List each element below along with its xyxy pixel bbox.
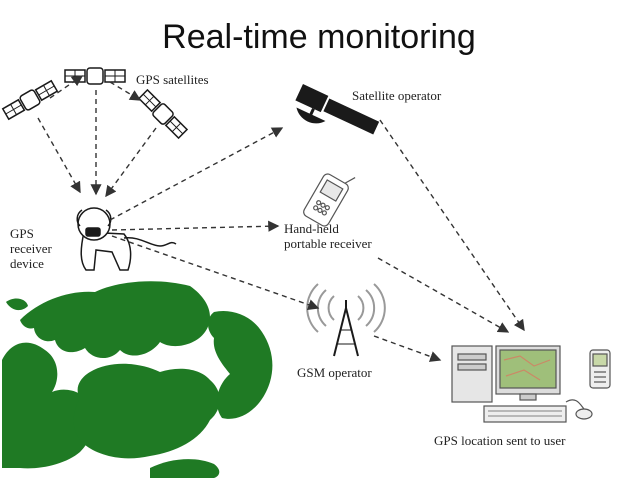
arrow-gsm-to-user: [373, 335, 442, 362]
arrow-satellite-to-receiver: [105, 127, 157, 198]
gsm-operator-label: GSM operator: [297, 365, 372, 380]
satellite-icon: [137, 88, 189, 140]
arrow-handheld-to-user: [377, 257, 510, 333]
satellite-dish-icon: [295, 84, 380, 135]
gps-location-label: GPS location sent to user: [434, 433, 566, 448]
handheld-receiver-label-line: portable receiver: [284, 236, 372, 251]
earth-globe-icon: [2, 281, 273, 478]
handheld-receiver-label: Hand-held portable receiver: [284, 221, 372, 251]
arrow-satellite-to-receiver: [49, 75, 84, 99]
cell-tower-icon: [306, 283, 386, 357]
satellite-operator-label: Satellite operator: [352, 88, 442, 103]
arrow-receiver-to-handheld: [111, 220, 280, 232]
gps-receiver-label-line: device: [10, 256, 44, 271]
page-title: Real-time monitoring: [162, 18, 476, 56]
mobile-phone-icon: [589, 349, 611, 389]
arrow-receiver-to-satellite-operator: [109, 127, 284, 221]
lion-icon: [76, 207, 177, 271]
gps-receiver-label-line: GPS: [10, 226, 34, 241]
satellite-icon: [1, 79, 59, 121]
arrow-satellite-to-receiver: [37, 117, 81, 194]
handheld-device-icon: [303, 173, 356, 227]
arrow-satellite-operator-to-user: [379, 119, 525, 332]
gps-satellites-label: GPS satellites: [136, 72, 209, 87]
gps-receiver-label-line: receiver: [10, 241, 52, 256]
arrow-satellite-to-receiver: [109, 81, 142, 101]
arrow-receiver-to-gsm: [111, 235, 320, 311]
handheld-receiver-label-line: Hand-held: [284, 221, 339, 236]
gps-receiver-label: GPS receiver device: [10, 226, 52, 271]
desktop-computer-icon: [451, 345, 593, 423]
